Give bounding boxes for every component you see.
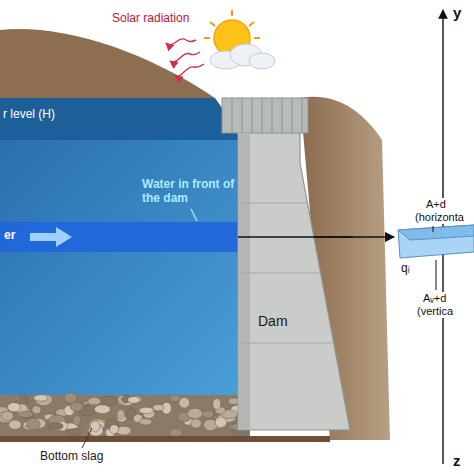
pebble (90, 421, 100, 432)
area-note: (vertica (416, 305, 454, 318)
dam-body: Dam (228, 133, 353, 433)
flow-arrow (30, 227, 72, 247)
pebble (202, 410, 214, 418)
pebble (128, 396, 141, 403)
area-label: A+d (425, 198, 447, 211)
flow-symbol: qᵢ (400, 262, 411, 276)
title-label: Solar radiation (112, 12, 189, 26)
area-label: Aᵥ+d (422, 292, 447, 305)
dam-face (238, 133, 250, 430)
dam-joint (238, 203, 307, 204)
dam-outline (228, 133, 353, 433)
parapet-slats (232, 98, 302, 133)
callout-label: Bottom slag (40, 450, 103, 464)
pebble (191, 419, 202, 429)
leader-line (82, 428, 92, 448)
slag-pebbles (0, 393, 254, 437)
area-note: (horizonta (414, 211, 465, 224)
dam-concrete (238, 133, 350, 430)
pebble (139, 419, 152, 426)
pebble (64, 393, 77, 403)
dam-joint (238, 273, 321, 274)
back-hill (0, 29, 215, 98)
water-level-label: r level (H) (3, 108, 55, 122)
pebble (215, 417, 227, 427)
pebble (169, 429, 183, 437)
pebble (187, 408, 202, 419)
leader-line (436, 260, 437, 290)
water-surface (0, 98, 245, 140)
pebble (70, 402, 83, 411)
pebble (1, 411, 13, 420)
pebble (34, 395, 48, 402)
leader-line (191, 209, 197, 221)
element-top-face (398, 225, 474, 240)
water-element (398, 225, 474, 258)
cloud (210, 44, 275, 69)
pebble (8, 403, 21, 412)
pebble (9, 420, 22, 429)
axis-label: z (452, 452, 462, 469)
pebble (100, 396, 118, 405)
node-label: Dam (258, 313, 288, 329)
pebble (110, 425, 119, 434)
pebble (67, 429, 81, 436)
pebble (213, 398, 221, 409)
ground (0, 436, 330, 442)
flow-label: er (4, 229, 15, 243)
leader-line (433, 226, 434, 232)
pebble (117, 410, 125, 420)
pebble (73, 415, 82, 425)
pebble (170, 395, 180, 402)
axis-label: y (452, 4, 462, 21)
dam-parapet (222, 98, 308, 133)
flow-band (0, 222, 245, 252)
pebble (139, 407, 153, 414)
pebble (32, 406, 41, 414)
water-body (0, 140, 245, 395)
pebble (26, 418, 40, 430)
pebble (88, 398, 101, 405)
section-arrow (238, 236, 353, 238)
pebble (48, 422, 63, 429)
dam-joint (238, 343, 334, 344)
pebble (18, 411, 34, 417)
pebble (153, 404, 165, 410)
callout-label: Water in front of the dam (142, 178, 238, 206)
pebble (94, 405, 110, 414)
radiation-rays (166, 39, 204, 77)
